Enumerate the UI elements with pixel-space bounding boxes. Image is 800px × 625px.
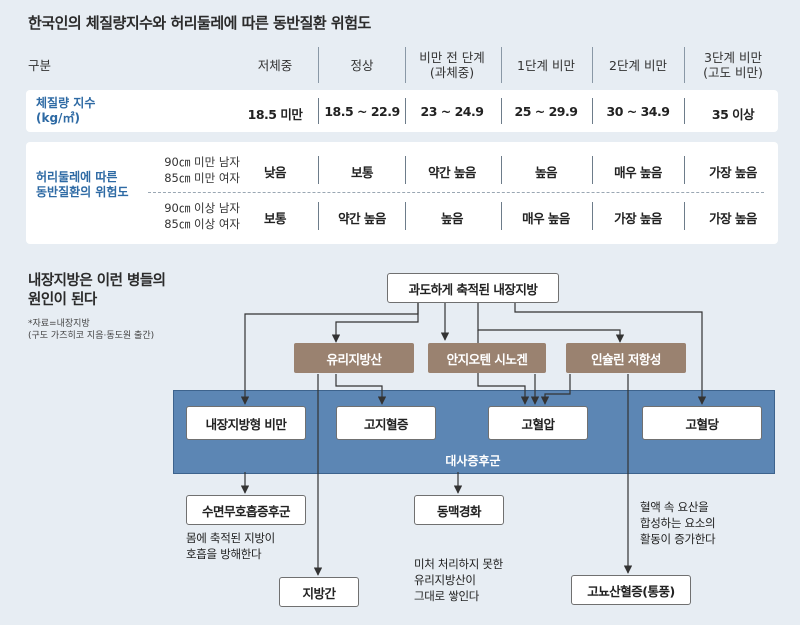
bmi-divider <box>318 98 319 124</box>
bmi-divider <box>684 98 685 124</box>
header-obesity-2: 2단계 비만 <box>609 57 667 73</box>
connector-line <box>514 302 707 405</box>
header-divider <box>684 47 685 83</box>
source-note: *자료=내장지방 (구도 가즈히코 지음·동도원 출간) <box>28 319 155 341</box>
risk-divider <box>405 156 406 184</box>
free-fatty-acid-box: 유리지방산 <box>294 343 414 373</box>
angiotensinogen-box: 안지오텐 시노겐 <box>428 343 546 373</box>
header-category: 구분 <box>28 57 52 73</box>
risk-value: 낮음 <box>263 165 287 180</box>
bmi-label: 체질량 지수 (kg/㎡) <box>36 96 96 125</box>
risk-divider <box>592 156 593 184</box>
risk-value: 매우 높음 <box>522 211 570 226</box>
risk-divider <box>318 202 319 230</box>
risk-divider <box>318 156 319 184</box>
waist-condition: 90㎝ 미만 남자 85㎝ 미만 여자 <box>164 155 240 185</box>
risk-value: 가장 높음 <box>614 211 662 226</box>
risk-value: 보통 <box>350 165 374 180</box>
connector-line <box>335 374 387 405</box>
bmi-divider <box>592 98 593 124</box>
visceral-fat-root-box: 과도하게 축적된 내장지방 <box>387 273 559 303</box>
header-divider <box>318 47 319 83</box>
bmi-value: 30 ~ 34.9 <box>606 104 670 119</box>
hypertension-box: 고혈압 <box>488 406 588 440</box>
sleep-apnea-box: 수면무호흡증후군 <box>186 495 306 525</box>
risk-value: 높음 <box>534 165 558 180</box>
header-preobese: 비만 전 단계 (과체중) <box>419 50 485 80</box>
diagram-subtitle: 내장지방은 이런 병들의 원인이 된다 <box>28 273 166 308</box>
bmi-divider <box>405 98 406 124</box>
insulin-resistance-box: 인슐린 저항성 <box>566 343 686 373</box>
risk-divider <box>501 156 502 184</box>
bmi-value: 35 이상 <box>711 107 755 122</box>
header-normal: 정상 <box>350 57 374 73</box>
bmi-divider <box>501 98 502 124</box>
fatty-liver-box: 지방간 <box>279 577 359 607</box>
arteriosclerosis-box: 동맥경화 <box>414 495 504 525</box>
hyperlipidemia-box: 고지혈증 <box>336 406 436 440</box>
header-divider <box>501 47 502 83</box>
waist-label: 허리둘레에 따른 동반질환의 위험도 <box>36 170 129 199</box>
risk-divider <box>592 202 593 230</box>
risk-value: 보통 <box>263 211 287 226</box>
bmi-value: 18.5 미만 <box>247 107 303 122</box>
header-divider <box>405 47 406 83</box>
connector-line <box>540 374 571 405</box>
row-divider <box>148 192 764 193</box>
hyperuricemia-note: 혈액 속 요산을 합성하는 요소의 활동이 증가한다 <box>640 500 716 546</box>
risk-value: 약간 높음 <box>428 165 476 180</box>
bmi-row: 체질량 지수 (kg/㎡) 18.5 미만 18.5 ~ 22.9 23 ~ 2… <box>26 90 778 132</box>
bmi-value: 23 ~ 24.9 <box>420 104 484 119</box>
bmi-value: 25 ~ 29.9 <box>514 104 578 119</box>
risk-value: 가장 높음 <box>709 211 757 226</box>
header-underweight: 저체중 <box>257 57 293 73</box>
header-obesity-1: 1단계 비만 <box>517 57 575 73</box>
risk-value: 높음 <box>440 211 464 226</box>
page-title: 한국인의 체질량지수와 허리둘레에 따른 동반질환 위험도 <box>28 14 371 32</box>
visceral-obesity-box: 내장지방형 비만 <box>186 406 306 440</box>
risk-divider <box>684 202 685 230</box>
risk-divider <box>405 202 406 230</box>
sleep-apnea-note: 몸에 축적된 지방이 호흡을 방해한다 <box>186 531 275 561</box>
risk-divider <box>684 156 685 184</box>
risk-value: 약간 높음 <box>338 211 386 226</box>
bmi-value: 18.5 ~ 22.9 <box>324 104 400 119</box>
risk-value: 가장 높음 <box>709 165 757 180</box>
header-divider <box>592 47 593 83</box>
connector-line <box>477 302 625 343</box>
waist-condition: 90㎝ 이상 남자 85㎝ 이상 여자 <box>164 201 240 231</box>
waist-section: 허리둘레에 따른 동반질환의 위험도 90㎝ 미만 남자 85㎝ 미만 여자 9… <box>26 142 778 244</box>
risk-value: 매우 높음 <box>614 165 662 180</box>
hyperglycemia-box: 고혈당 <box>642 406 762 440</box>
metabolic-syndrome-label: 대사증후군 <box>445 454 501 468</box>
risk-divider <box>501 202 502 230</box>
fatty-liver-note: 미처 처리하지 못한 유리지방산이 그대로 쌓인다 <box>414 557 503 603</box>
header-obesity-3: 3단계 비만 (고도 비만) <box>703 50 763 80</box>
connector-line <box>331 302 419 343</box>
hyperuricemia-box: 고뇨산혈증(통풍) <box>571 575 691 605</box>
